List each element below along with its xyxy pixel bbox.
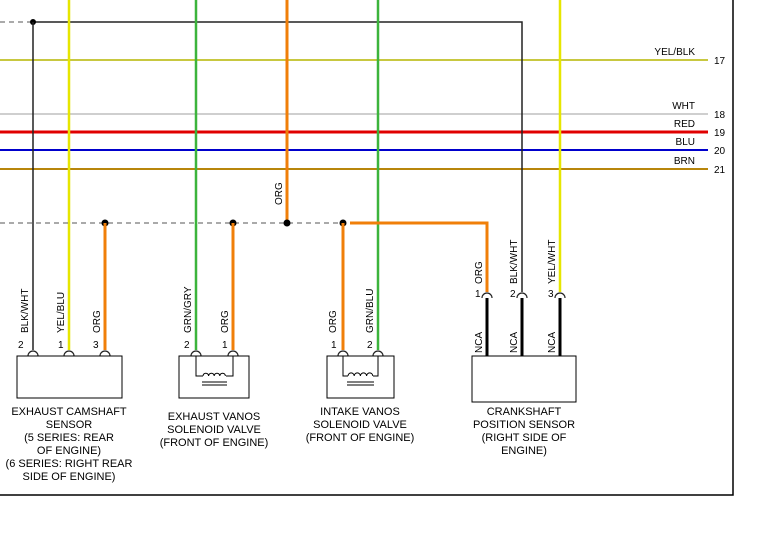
- connector-arcs: [27, 292, 566, 357]
- pin-number: 3: [548, 289, 554, 300]
- wire-label: ORG: [92, 310, 103, 333]
- caption-line: EXHAUST CAMSHAFT: [11, 406, 127, 418]
- splice-dot: [283, 219, 291, 227]
- bus-pin-18: 18: [714, 110, 726, 121]
- caption-line: SENSOR: [46, 419, 93, 431]
- caption-line: ENGINE): [501, 445, 547, 457]
- wire-label: BLK/WHT: [20, 289, 31, 333]
- pin-number: 2: [18, 340, 24, 351]
- caption-line: POSITION SENSOR: [473, 419, 575, 431]
- wire-label: YEL/BLU: [56, 292, 67, 333]
- solenoid-coil-icon: [342, 356, 379, 386]
- wire-label: GRN/GRY: [183, 286, 194, 333]
- pin-number: 1: [475, 289, 481, 300]
- exhaust-vanos-box: [178, 355, 250, 399]
- wire-label: GRN/BLU: [365, 289, 376, 333]
- exhaust-camshaft-sensor-box: [16, 355, 123, 399]
- bus-label-wht: WHT: [672, 101, 695, 112]
- caption-line: SIDE OF ENGINE): [23, 471, 116, 483]
- pin-number: 2: [367, 340, 373, 351]
- caption-line: OF ENGINE): [37, 445, 101, 457]
- caption-line: (FRONT OF ENGINE): [306, 432, 415, 444]
- bus-pin-19: 19: [714, 128, 726, 139]
- exhaust-camshaft-sensor-caption: EXHAUST CAMSHAFT SENSOR (5 SERIES: REAR …: [6, 406, 133, 483]
- wire-label-nca: NCA: [474, 332, 485, 353]
- wire-label: ORG: [328, 310, 339, 333]
- bus-label-yel-blk: YEL/BLK: [654, 47, 695, 58]
- wire-label-nca: NCA: [547, 332, 558, 353]
- pin-number: 1: [331, 340, 337, 351]
- crankshaft-sensor-box: [471, 355, 577, 403]
- bus-label-blu: BLU: [676, 137, 695, 148]
- bus-label-red: RED: [674, 119, 695, 130]
- pin-number: 2: [510, 289, 516, 300]
- bus-label-brn: BRN: [674, 156, 695, 167]
- caption-line: SOLENOID VALVE: [313, 419, 407, 431]
- bus-pin-17: 17: [714, 56, 726, 67]
- caption-line: EXHAUST VANOS: [168, 411, 261, 423]
- caption-line: (6 SERIES: RIGHT REAR: [6, 458, 133, 470]
- bus-pin-21: 21: [714, 165, 726, 176]
- intake-vanos-box: [326, 355, 395, 399]
- wire-label: BLK/WHT: [509, 240, 520, 284]
- caption-line: (RIGHT SIDE OF: [482, 432, 567, 444]
- caption-line: (FRONT OF ENGINE): [160, 437, 269, 449]
- caption-line: SOLENOID VALVE: [167, 424, 261, 436]
- pin-number: 2: [184, 340, 190, 351]
- exhaust-vanos-caption: EXHAUST VANOS SOLENOID VALVE (FRONT OF E…: [160, 411, 269, 449]
- bus-pin-20: 20: [714, 146, 726, 157]
- wire-label: ORG: [220, 310, 231, 333]
- pin-number: 1: [58, 340, 64, 351]
- wire-crk-org: [350, 221, 489, 292]
- wire-label: ORG: [474, 261, 485, 284]
- diagram-frame: [0, 0, 734, 496]
- pin-number: 1: [222, 340, 228, 351]
- crankshaft-sensor-caption: CRANKSHAFT POSITION SENSOR (RIGHT SIDE O…: [473, 406, 575, 457]
- caption-line: (5 SERIES: REAR: [24, 432, 114, 444]
- caption-line: INTAKE VANOS: [320, 406, 400, 418]
- intake-vanos-caption: INTAKE VANOS SOLENOID VALVE (FRONT OF EN…: [306, 406, 415, 444]
- solenoid-coil-icon: [195, 356, 234, 386]
- wire-label: YEL/WHT: [547, 240, 558, 284]
- wire-label-nca: NCA: [509, 332, 520, 353]
- pin-number: 3: [93, 340, 99, 351]
- wire-label: ORG: [274, 182, 285, 205]
- caption-line: CRANKSHAFT: [487, 406, 562, 418]
